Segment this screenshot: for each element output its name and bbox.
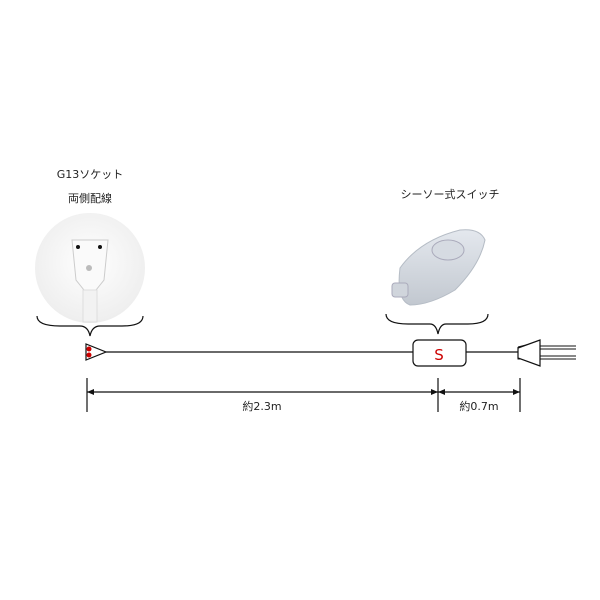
diagram-shape <box>513 389 520 395</box>
diagram-shape <box>98 245 102 249</box>
dimension-lines <box>86 378 521 412</box>
socket-photo <box>35 213 145 323</box>
diagram-shape <box>517 339 541 367</box>
diagram-shape <box>86 346 92 352</box>
switch-title: シーソー式スイッチ <box>400 188 500 201</box>
diagram-shape <box>76 245 80 249</box>
diagram-shape <box>85 343 108 361</box>
plug-symbol <box>517 339 576 367</box>
diagram-shape <box>431 239 465 261</box>
diagram-shape <box>391 282 409 298</box>
socket-symbol <box>85 343 108 361</box>
socket-subtitle: 両側配線 <box>68 192 112 205</box>
switch-symbol <box>412 339 467 367</box>
diagram-shape <box>86 352 92 358</box>
diagram-shape <box>87 389 94 395</box>
socket-title: G13ソケット <box>56 168 124 181</box>
switch-symbol-label: S <box>434 346 444 364</box>
socket-brace <box>36 315 144 337</box>
dimension-label-socket-to-switch: 約2.3m <box>242 400 282 413</box>
dimension-arrows <box>87 389 520 395</box>
switch-photo <box>391 229 486 306</box>
diagram-shape <box>86 265 92 271</box>
dimension-label-switch-to-plug: 約0.7m <box>459 400 499 413</box>
diagram-shape <box>438 389 445 395</box>
diagram-shape <box>431 389 438 395</box>
switch-brace <box>385 313 489 335</box>
diagram-shape <box>82 289 98 323</box>
